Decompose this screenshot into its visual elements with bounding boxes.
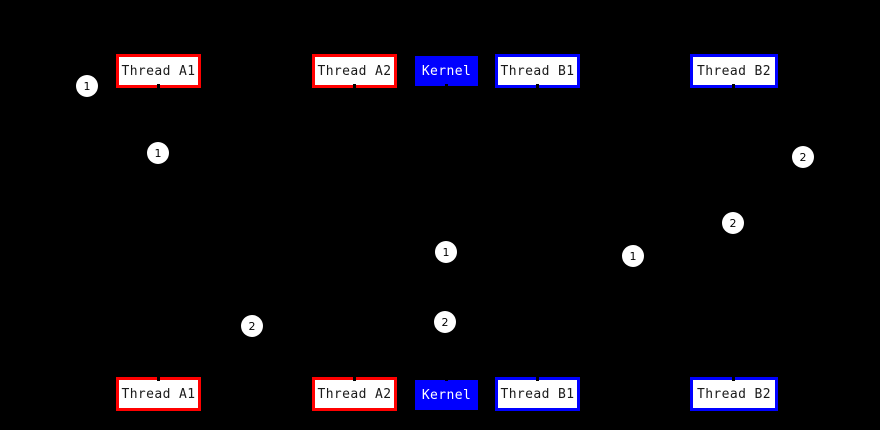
participant-box-thread-b1-bottom[interactable]: Thread B1 xyxy=(495,377,580,411)
lifeline-nub-thread-a1-top xyxy=(157,84,160,88)
participant-label: Thread A2 xyxy=(317,386,392,402)
participant-label: Thread B2 xyxy=(696,386,772,402)
participant-label: Thread A2 xyxy=(317,63,392,79)
participant-box-thread-a2-top[interactable]: Thread A2 xyxy=(312,54,397,88)
step-badge-step-1-a: 1 xyxy=(76,75,98,97)
lifeline-thread-a2 xyxy=(354,88,355,377)
participant-box-thread-a1-bottom[interactable]: Thread A1 xyxy=(116,377,201,411)
lifeline-nub-kernel-bottom xyxy=(445,377,448,381)
step-badge-step-1-b: 1 xyxy=(147,142,169,164)
participant-label: Thread B1 xyxy=(500,63,575,79)
step-badge-step-1-d: 1 xyxy=(622,245,644,267)
step-badge-step-2-c: 2 xyxy=(241,315,263,337)
participant-box-kernel-top[interactable]: Kernel xyxy=(415,56,478,86)
lifeline-nub-thread-a2-bottom xyxy=(353,377,356,381)
lifeline-kernel xyxy=(446,88,447,377)
step-badge-step-2-a: 2 xyxy=(792,146,814,168)
step-badge-step-1-c: 1 xyxy=(435,241,457,263)
participant-box-thread-b2-top[interactable]: Thread B2 xyxy=(690,54,778,88)
step-badge-step-2-d: 2 xyxy=(434,311,456,333)
participant-box-thread-a2-bottom[interactable]: Thread A2 xyxy=(312,377,397,411)
participant-label: Thread B1 xyxy=(500,386,575,402)
lifeline-nub-thread-a2-top xyxy=(353,84,356,88)
lifeline-nub-kernel-top xyxy=(445,84,448,88)
msg-kernel-to-b1 xyxy=(445,92,537,374)
lifeline-nub-thread-b2-top xyxy=(732,84,735,88)
participant-box-thread-b2-bottom[interactable]: Thread B2 xyxy=(690,377,778,411)
msg-b2-to-b1 xyxy=(536,91,733,373)
lifeline-nub-thread-b1-bottom xyxy=(536,377,539,381)
participant-box-kernel-bottom[interactable]: Kernel xyxy=(415,380,478,410)
lifeline-nub-thread-b2-bottom xyxy=(732,377,735,381)
participant-label: Kernel xyxy=(421,63,472,79)
participant-box-thread-a1-top[interactable]: Thread A1 xyxy=(116,54,201,88)
participant-label: Thread B2 xyxy=(696,63,772,79)
lifeline-nub-thread-a1-bottom xyxy=(157,377,160,381)
lifeline-thread-b1 xyxy=(537,88,538,377)
lifeline-nub-thread-b1-top xyxy=(536,84,539,88)
step-badge-step-2-b: 2 xyxy=(722,212,744,234)
msg-a2-to-kernel xyxy=(353,92,446,374)
participant-label: Thread A1 xyxy=(121,386,196,402)
lifeline-thread-a1 xyxy=(158,88,159,377)
participant-label: Thread A1 xyxy=(121,63,196,79)
participant-label: Kernel xyxy=(421,387,472,403)
participant-box-thread-b1-top[interactable]: Thread B1 xyxy=(495,54,580,88)
